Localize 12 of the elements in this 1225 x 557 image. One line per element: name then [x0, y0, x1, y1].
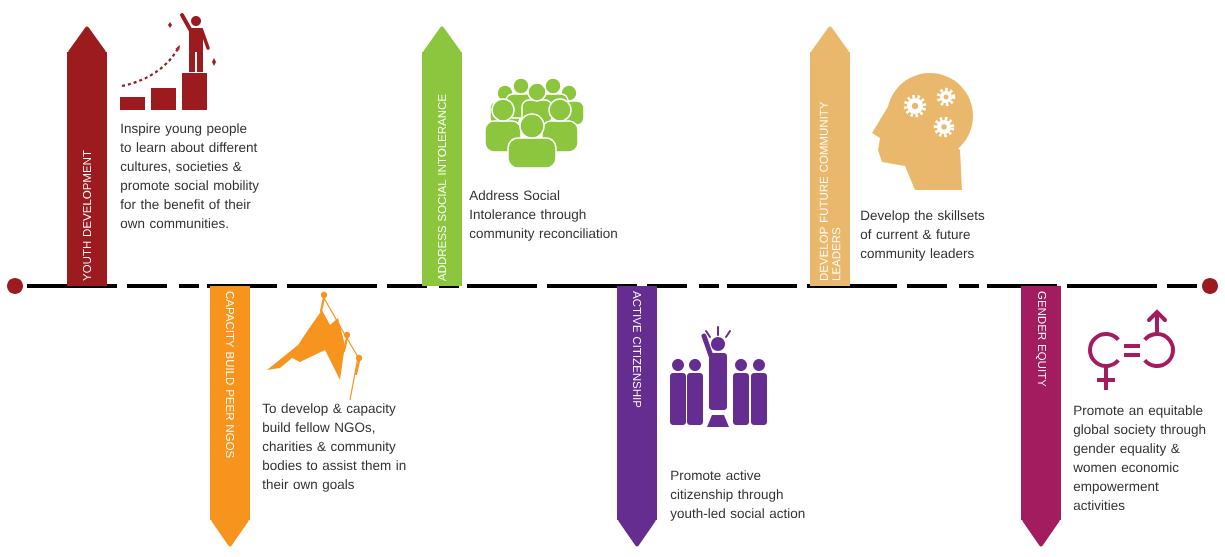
description-text: Develop the skillsets of current & future community leaders [860, 210, 985, 261]
arrow-banner: GENDER EQUITY [1021, 286, 1061, 547]
description-text: To develop & capacity build fellow NGOs, charities & community bodies to assist them in their own goals [262, 403, 406, 492]
description-text: Inspire young people to learn about different cultures, societies & promote social mobility for the benefit of their own communities. [120, 123, 259, 229]
description-text: Promote an equitable global society through gender equality & women economic empowerment activities [1073, 405, 1206, 511]
description-text: Address Social Intolerance through community reconciliation [469, 190, 617, 241]
arrow-banner: ACTIVE CITIZENSHIP [617, 286, 657, 547]
arrow-banner: YOUTH DEVELOPMENT [67, 26, 107, 286]
description-text: Promote active citizenship through youth-led social action [670, 470, 805, 521]
arrow-banner: ADDRESS SOCIAL INTOLERANCE [422, 26, 462, 286]
arrow-banner: DEVELOP FUTURE COMMUNITY LEADERS [810, 26, 850, 286]
arrow-banner: CAPACITY BUILD PEER NGOS [210, 286, 250, 547]
